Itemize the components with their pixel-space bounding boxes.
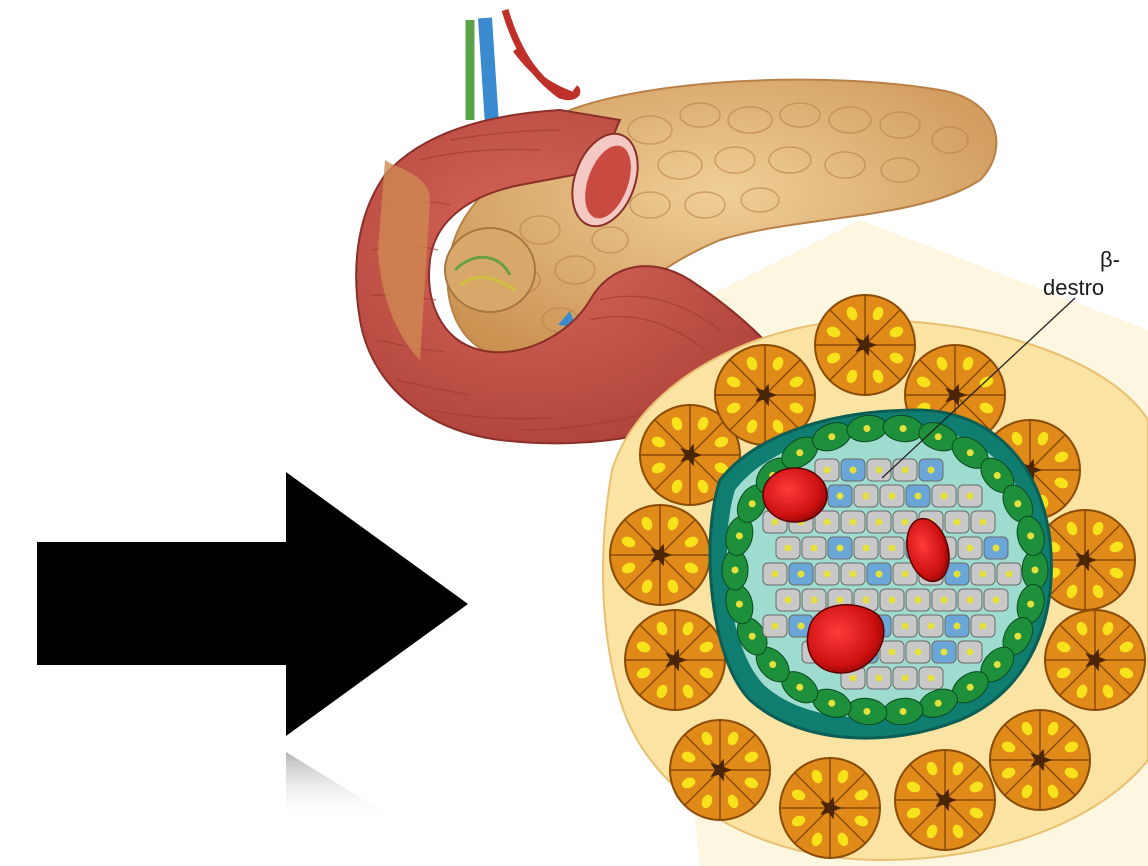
acinus bbox=[670, 720, 770, 820]
islet-cells bbox=[722, 413, 1048, 727]
annotation-line-2: destro bbox=[1043, 275, 1104, 300]
blood-vessels bbox=[470, 10, 577, 125]
capillary bbox=[763, 468, 827, 522]
right-arrow-icon bbox=[37, 472, 468, 822]
acinus bbox=[625, 610, 725, 710]
annotation-line-1: β- bbox=[1100, 247, 1120, 272]
acinus bbox=[815, 295, 915, 395]
acinus bbox=[1045, 610, 1145, 710]
acinus bbox=[895, 750, 995, 850]
acinus bbox=[780, 758, 880, 858]
acinus bbox=[610, 505, 710, 605]
islet-cross-section bbox=[603, 295, 1148, 860]
acinus bbox=[990, 710, 1090, 810]
